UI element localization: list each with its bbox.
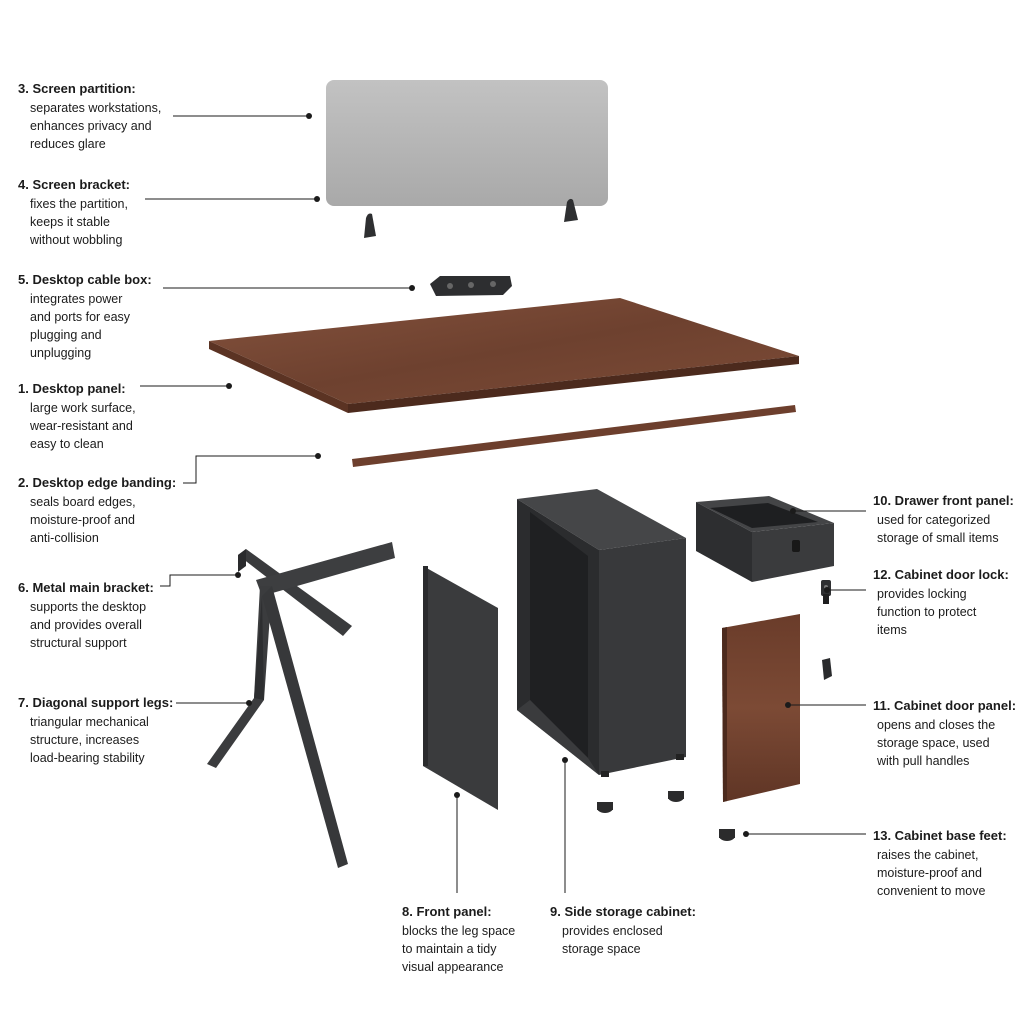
screen-partition [326,80,608,206]
label-diagonal-support-legs: 7. Diagonal support legs: triangular mec… [18,694,173,767]
label-cabinet-door-panel: 11. Cabinet door panel: opens and closes… [873,697,1016,770]
label-title: 8. Front panel: [402,904,492,919]
desktop-panel [209,298,799,413]
label-desc: fixes the partition, keeps it stable wit… [30,197,128,247]
label-drawer-front-panel: 10. Drawer front panel: used for categor… [873,492,1014,547]
label-desc: supports the desktop and provides overal… [30,600,147,650]
label-desc: used for categorized storage of small it… [877,513,999,545]
label-title: 5. Desktop cable box: [18,272,152,287]
cabinet-door-panel [722,614,832,802]
label-title: 3. Screen partition: [18,81,136,96]
label-desc: provides locking function to protect ite… [877,587,977,637]
diagonal-support-legs [207,586,348,868]
label-desc: triangular mechanical structure, increas… [30,715,149,765]
label-cabinet-base-feet: 13. Cabinet base feet: raises the cabine… [873,827,1007,900]
label-title: 10. Drawer front panel: [873,493,1014,508]
label-front-panel: 8. Front panel: blocks the leg space to … [402,903,515,976]
label-title: 6. Metal main bracket: [18,580,154,595]
label-desktop-panel: 1. Desktop panel: large work surface, we… [18,380,136,453]
desktop-edge-banding [352,405,796,467]
label-title: 11. Cabinet door panel: [873,698,1017,713]
label-desc: large work surface, wear-resistant and e… [30,401,136,451]
label-side-storage-cabinet: 9. Side storage cabinet: provides enclos… [550,903,696,958]
label-title: 2. Desktop edge banding: [18,475,177,490]
label-title: 4. Screen bracket: [18,177,131,192]
label-desc: seals board edges, moisture-proof and an… [30,495,136,545]
label-screen-bracket: 4. Screen bracket: fixes the partition, … [18,176,130,249]
leader-dots [226,113,830,837]
drawer-front-panel [696,496,834,582]
label-desc: integrates power and ports for easy plug… [30,292,131,360]
label-screen-partition: 3. Screen partition: separates workstati… [18,80,161,153]
label-cabinet-door-lock: 12. Cabinet door lock: provides locking … [873,566,1009,639]
label-desc: provides enclosed storage space [562,924,663,956]
screen-bracket [364,198,578,238]
leader-lines [140,115,866,893]
label-title: 1. Desktop panel: [18,381,126,396]
desktop-cable-box [430,276,512,296]
label-desc: raises the cabinet, moisture-proof and c… [877,848,986,898]
label-desktop-cable-box: 5. Desktop cable box: integrates power a… [18,271,152,362]
label-title: 7. Diagonal support legs: [18,695,174,710]
label-title: 9. Side storage cabinet: [550,904,696,919]
label-metal-main-bracket: 6. Metal main bracket: supports the desk… [18,579,154,652]
label-desc: opens and closes the storage space, used… [877,718,996,768]
metal-main-bracket [238,542,395,636]
label-desc: separates workstations, enhances privacy… [30,101,162,151]
cabinet-base-feet [597,791,735,841]
front-panel [423,566,498,810]
side-storage-cabinet [517,489,686,777]
label-desktop-edge-banding: 2. Desktop edge banding: seals board edg… [18,474,176,547]
label-title: 12. Cabinet door lock: [873,567,1009,582]
label-desc: blocks the leg space to maintain a tidy … [402,924,516,974]
label-title: 13. Cabinet base feet: [873,828,1007,843]
